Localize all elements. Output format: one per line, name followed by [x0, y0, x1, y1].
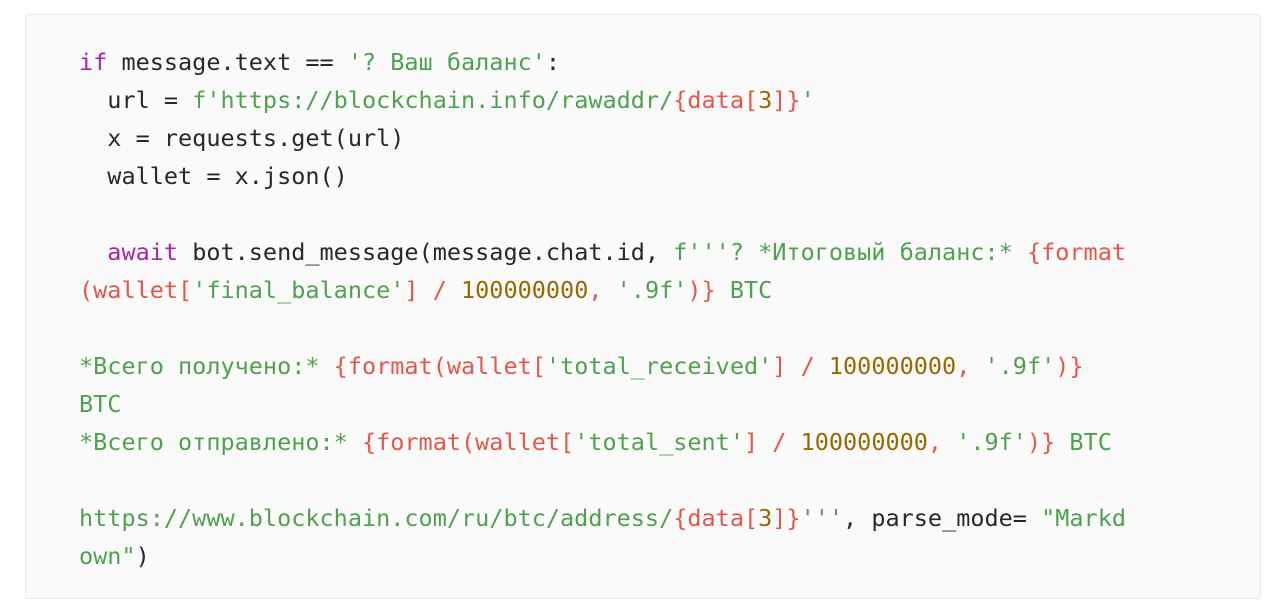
code-token: ,: [927, 428, 957, 456]
code-token: bot.send_message(message.chat.id,: [178, 238, 674, 266]
code-line: url = f'https://blockchain.info/rawaddr/…: [79, 81, 1260, 119]
code-line: *Всего отправлено:* {format(wallet['tota…: [79, 423, 1260, 461]
code-token: '.9f': [616, 276, 688, 304]
code-token: 100000000: [461, 276, 589, 304]
code-token: (wallet[: [79, 276, 193, 304]
code-line: if message.text == '? Ваш баланс':: [79, 43, 1260, 81]
code-line: [79, 195, 1260, 233]
code-token: message.text ==: [107, 48, 348, 76]
code-token: [79, 238, 107, 266]
code-line: [79, 309, 1260, 347]
code-token: BTC: [79, 390, 122, 418]
code-token: ,: [956, 352, 985, 380]
code-token: ': [800, 86, 815, 114]
code-token: own": [79, 542, 136, 570]
code-token: await: [107, 238, 179, 266]
code-token: f'https://blockchain.info/rawaddr/: [192, 86, 674, 114]
code-line: wallet = x.json(): [79, 157, 1260, 195]
code-token: ]}: [772, 86, 801, 114]
code-token: ]}: [772, 504, 801, 532]
code-token: )}: [1026, 428, 1056, 456]
code-token: x = requests.get(url): [79, 124, 405, 152]
code-token: 100000000: [800, 428, 928, 456]
code-token: '.9f': [984, 352, 1056, 380]
code-line: x = requests.get(url): [79, 119, 1260, 157]
code-block[interactable]: if message.text == '? Ваш баланс': url =…: [25, 14, 1261, 599]
code-line: BTC: [79, 385, 1260, 423]
code-token: ,: [588, 276, 617, 304]
code-token: ] /: [772, 352, 829, 380]
code-token: https://www.blockchain.com/ru/btc/addres…: [79, 504, 674, 532]
code-token: )}: [1055, 352, 1084, 380]
code-token: wallet = x.json(): [79, 162, 348, 190]
code-token: )}: [687, 276, 716, 304]
code-token: ] /: [743, 428, 801, 456]
code-token: '.9f': [956, 428, 1027, 456]
code-token: BTC: [715, 276, 773, 304]
code-line: [79, 461, 1260, 499]
code-line: (wallet['final_balance'] / 100000000, '.…: [79, 271, 1260, 309]
code-token: 100000000: [828, 352, 957, 380]
code-token: *Всего получено:*: [79, 352, 334, 380]
code-line: *Всего получено:* {format(wallet['total_…: [79, 347, 1260, 385]
code-token: , parse_mode=: [843, 504, 1042, 532]
code-token: *Всего отправлено:*: [79, 428, 362, 456]
code-token: {data[: [673, 504, 759, 532]
code-token: 'final_balance': [192, 276, 405, 304]
code-token: {format(wallet[: [333, 352, 546, 380]
code-token: 3: [758, 504, 773, 532]
code-token: ] /: [404, 276, 462, 304]
code-line: await bot.send_message(message.chat.id, …: [79, 233, 1260, 271]
code-token: if: [79, 48, 108, 76]
code-token: ''': [800, 504, 844, 532]
code-line: https://www.blockchain.com/ru/btc/addres…: [79, 499, 1260, 537]
code-token: 'total_received': [545, 352, 773, 380]
code-token: {format(wallet[: [361, 428, 575, 456]
code-token: f'''? *Итоговый баланс:*: [673, 238, 1027, 266]
code-line: own"): [79, 537, 1260, 575]
code-token: url =: [79, 86, 193, 114]
code-token: ): [135, 542, 150, 570]
code-token: BTC: [1055, 428, 1112, 456]
code-token: {format: [1026, 238, 1126, 266]
code-token: {data[: [673, 86, 759, 114]
code-token: 'total_sent': [574, 428, 744, 456]
code-token: 3: [758, 86, 773, 114]
code-token: "Markd: [1041, 504, 1126, 532]
code-token: :: [545, 48, 561, 76]
code-token: '? Ваш баланс': [347, 48, 546, 76]
